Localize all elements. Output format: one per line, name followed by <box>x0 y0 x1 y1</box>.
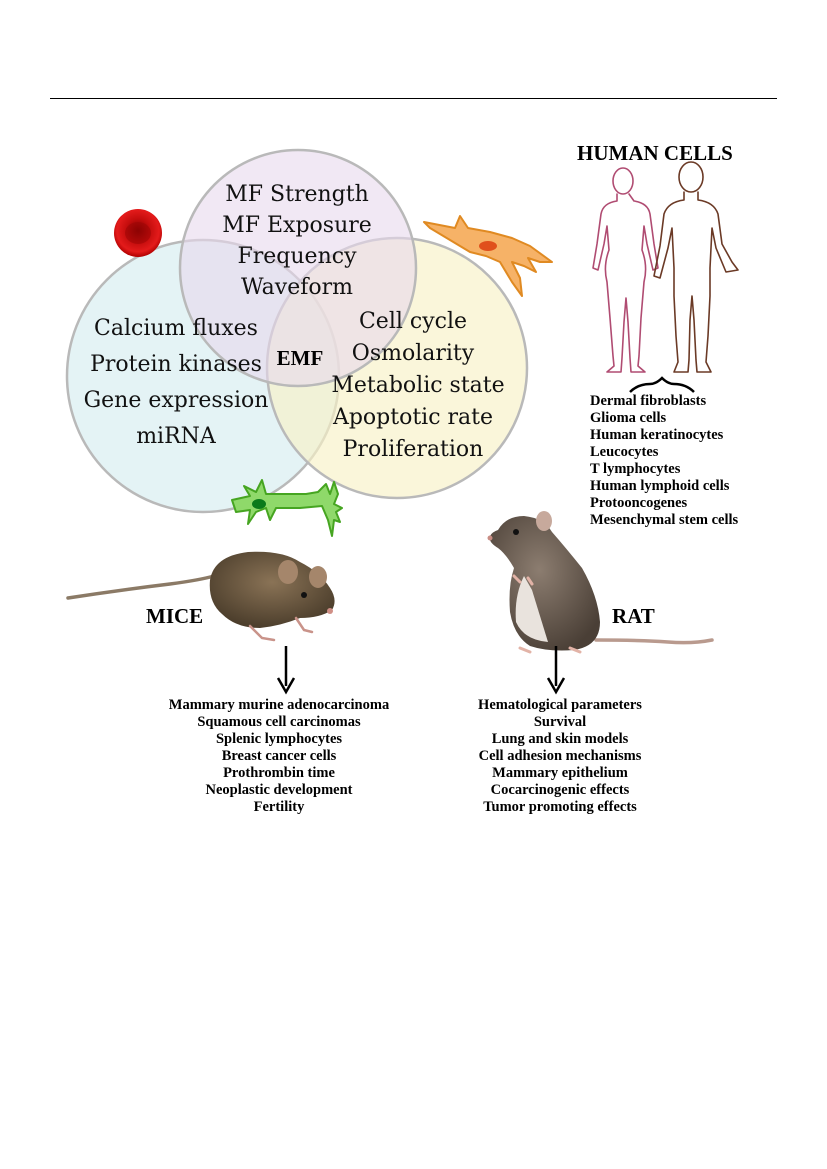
mice-arrow-icon <box>276 646 296 695</box>
list-item: Human keratinocytes <box>590 427 724 443</box>
list-item: Lung and skin models <box>491 731 629 747</box>
venn-left-3: Gene expression <box>84 388 269 413</box>
venn-left-1: Calcium fluxes <box>94 316 258 341</box>
rat-list: Hematological parameters Survival Lung a… <box>440 697 680 816</box>
list-item: Squamous cell carcinomas <box>197 714 361 730</box>
venn-left-2: Protein kinases <box>90 352 262 377</box>
rat-title: RAT <box>612 604 655 628</box>
venn-right-2: Osmolarity <box>352 341 475 366</box>
list-item: Fertility <box>253 799 305 815</box>
list-item: Dermal fibroblasts <box>590 393 707 409</box>
rat-arrow-icon <box>546 646 566 695</box>
brace-icon <box>629 376 695 393</box>
fibroblast-cell-icon <box>423 215 553 297</box>
list-item: Prothrombin time <box>223 765 335 781</box>
human-cells-list: Dermal fibroblasts Glioma cells Human ke… <box>590 393 738 529</box>
list-item: Mesenchymal stem cells <box>590 512 739 528</box>
list-item: Cell adhesion mechanisms <box>478 748 642 764</box>
list-item: Splenic lymphocytes <box>215 731 343 747</box>
list-item: Survival <box>533 714 587 730</box>
venn-right-3: Metabolic state <box>331 373 504 398</box>
list-item: Protooncogenes <box>590 495 688 511</box>
mouse-image <box>66 551 335 642</box>
venn-top-1: MF Strength <box>225 182 369 207</box>
header-rule <box>50 98 777 99</box>
human-cells-title: HUMAN CELLS <box>577 141 733 165</box>
venn-top-4: Waveform <box>241 275 353 300</box>
venn-left-4: miRNA <box>136 424 217 449</box>
rat-image <box>487 511 714 654</box>
venn-diagram: MF Strength MF Exposure Frequency Wavefo… <box>65 148 529 514</box>
venn-circle-top <box>178 148 418 388</box>
list-item: T lymphocytes <box>590 461 681 477</box>
list-item: Neoplastic development <box>205 782 353 798</box>
list-item: Mammary epithelium <box>492 765 628 781</box>
mice-list: Mammary murine adenocarcinoma Squamous c… <box>129 697 429 816</box>
list-item: Leucocytes <box>590 444 659 460</box>
list-item: Human lymphoid cells <box>590 478 730 494</box>
list-item: Mammary murine adenocarcinoma <box>168 697 390 713</box>
mice-title: MICE <box>146 604 204 628</box>
venn-top-3: Frequency <box>238 244 358 269</box>
list-item: Cocarcinogenic effects <box>490 782 630 798</box>
red-blood-cell-icon <box>114 209 162 257</box>
list-item: Tumor promoting effects <box>483 799 637 815</box>
venn-top-2: MF Exposure <box>222 213 372 238</box>
list-item: Glioma cells <box>590 410 667 426</box>
neuron-cell-icon <box>231 479 343 537</box>
list-item: Breast cancer cells <box>221 748 337 764</box>
venn-right-4: Apoptotic rate <box>332 405 493 430</box>
human-figures-icon <box>592 161 739 373</box>
list-item: Hematological parameters <box>478 697 642 713</box>
venn-right-5: Proliferation <box>343 437 484 462</box>
venn-center-emf: EMF <box>277 346 324 370</box>
venn-right-1: Cell cycle <box>359 309 467 334</box>
